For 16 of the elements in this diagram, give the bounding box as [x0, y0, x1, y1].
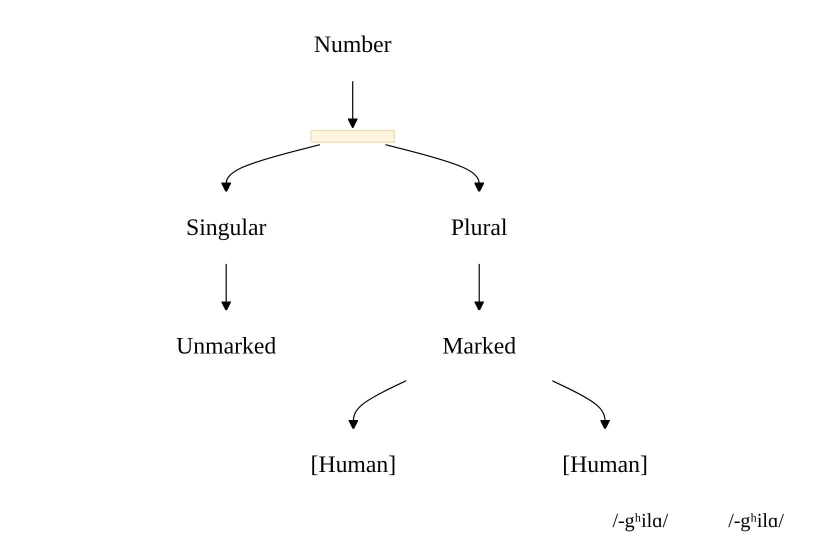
- node-text: [Human]: [562, 452, 648, 478]
- node-text: Number: [314, 32, 392, 58]
- arrow: [551, 380, 610, 430]
- morpheme-label: /-gʰilɑ/: [728, 510, 784, 533]
- arrow: [220, 263, 232, 312]
- arrow: [385, 144, 484, 193]
- node-text: Plural: [450, 214, 508, 241]
- node-text: Unmarked: [176, 333, 276, 360]
- arrow: [220, 144, 320, 193]
- node-text: Marked: [442, 333, 516, 360]
- arrow: [474, 263, 484, 312]
- arrow: [348, 380, 407, 430]
- node-text: [Human]: [310, 452, 396, 478]
- morpheme-label: /-gʰilɑ/: [612, 510, 668, 533]
- arrow: [347, 80, 358, 129]
- node-text: Singular: [186, 214, 266, 241]
